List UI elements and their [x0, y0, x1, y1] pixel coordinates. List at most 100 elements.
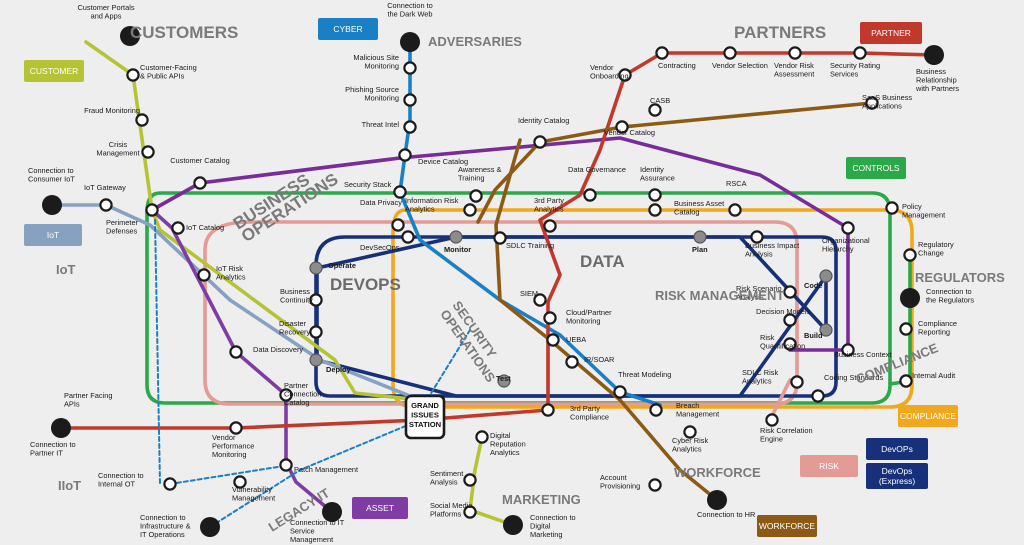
- station-perimeter-defenses-stop[interactable]: [146, 204, 157, 215]
- badge-cyber[interactable]: CYBER: [318, 18, 378, 40]
- hub-label-3: STATION: [409, 420, 441, 429]
- station-third-party-compliance-stop[interactable]: [542, 404, 553, 415]
- station-vendor-risk-stop[interactable]: [789, 47, 800, 58]
- station-threat-modeling-stop[interactable]: [614, 386, 625, 397]
- station-casb-stop[interactable]: [649, 104, 660, 115]
- station-crisis-management-stop[interactable]: [142, 146, 153, 157]
- badge-partner[interactable]: PARTNER: [860, 22, 922, 44]
- station-customer-catalog-stop[interactable]: [194, 177, 205, 188]
- station-connection-regulators-label: Connection tothe Regulators: [926, 287, 974, 305]
- station-deploy-stop[interactable]: [310, 354, 322, 366]
- station-sdlc-training-stop[interactable]: [494, 232, 505, 243]
- badge-workforce[interactable]: WORKFORCE: [757, 515, 817, 537]
- station-internal-audit-stop[interactable]: [900, 375, 911, 386]
- station-business-context-label: Business Context: [834, 350, 892, 359]
- station-customer-facing-apis-stop[interactable]: [127, 69, 138, 80]
- station-security-stack-stop[interactable]: [394, 186, 405, 197]
- station-ir-soar-label: IR/SOAR: [584, 355, 614, 364]
- station-organizational-hierarchy-stop[interactable]: [842, 222, 853, 233]
- station-malicious-site-stop[interactable]: [404, 62, 415, 73]
- station-operate-stop[interactable]: [310, 262, 322, 274]
- station-policy-management-stop[interactable]: [886, 202, 897, 213]
- station-connection-infrastructure-terminal[interactable]: [200, 517, 220, 537]
- station-decision-models-stop[interactable]: [784, 314, 795, 325]
- station-partner-facing-apis-terminal[interactable]: [51, 418, 71, 438]
- svg-text:IoT: IoT: [47, 230, 59, 240]
- badge-compliance[interactable]: COMPLIANCE: [898, 405, 958, 427]
- station-devsecops-stop[interactable]: [402, 231, 413, 242]
- station-rsca-stop[interactable]: [729, 204, 740, 215]
- station-cloud-partner-stop[interactable]: [544, 312, 555, 323]
- station-risk-scenario-stop[interactable]: [784, 286, 795, 297]
- station-digital-reputation-stop[interactable]: [476, 431, 487, 442]
- station-breach-management-stop[interactable]: [650, 404, 661, 415]
- station-third-party-analytics-stop[interactable]: [544, 220, 555, 231]
- station-security-rating-stop[interactable]: [854, 47, 865, 58]
- station-connection-consumer-iot-terminal[interactable]: [42, 195, 62, 215]
- station-regulatory-change-stop[interactable]: [904, 249, 915, 260]
- station-connection-consumer-iot-label: Connection toConsumer IoT: [28, 166, 75, 184]
- station-connection-dark-web-terminal[interactable]: [400, 32, 420, 52]
- station-coding-standards-stop[interactable]: [812, 390, 823, 401]
- station-threat-intel-stop[interactable]: [404, 121, 415, 132]
- badge-customer[interactable]: CUSTOMER: [24, 60, 84, 82]
- station-connection-digital-marketing-terminal[interactable]: [503, 515, 523, 535]
- station-data-discovery-label: Data Discovery: [253, 345, 303, 354]
- station-code-label: Code: [804, 281, 822, 290]
- station-business-asset-catalog-stop[interactable]: [649, 204, 660, 215]
- station-risk-correlation-stop[interactable]: [766, 414, 777, 425]
- station-iot-catalog-stop[interactable]: [172, 222, 183, 233]
- station-vendor-catalog-label: Vendor Catalog: [604, 128, 655, 137]
- zone-title-marketing: MARKETING: [502, 492, 581, 507]
- station-connection-hr-label: Connection to HR: [697, 510, 755, 519]
- station-compliance-reporting-stop[interactable]: [900, 323, 911, 334]
- station-iot-risk-analytics-stop[interactable]: [198, 269, 209, 280]
- station-monitor-stop[interactable]: [450, 231, 462, 243]
- station-vendor-performance-stop[interactable]: [230, 422, 241, 433]
- station-vulnerability-management-label: VulnerabilityManagement: [232, 485, 275, 503]
- station-vendor-selection-label: Vendor Selection: [712, 61, 768, 70]
- station-device-catalog-stop[interactable]: [399, 149, 410, 160]
- station-contracting-stop[interactable]: [656, 47, 667, 58]
- station-iot-gateway-stop[interactable]: [100, 199, 111, 210]
- station-account-provisioning-stop[interactable]: [649, 479, 660, 490]
- station-awareness-training-stop[interactable]: [470, 190, 481, 201]
- station-iot-catalog-label: IoT Catalog: [186, 223, 224, 232]
- station-business-relationship-terminal[interactable]: [924, 45, 944, 65]
- station-fraud-monitoring-stop[interactable]: [136, 114, 147, 125]
- station-plan-stop[interactable]: [694, 231, 706, 243]
- station-connection-infrastructure-label: Connection toInfrastructure &IT Operatio…: [140, 513, 191, 539]
- station-ueba-stop[interactable]: [547, 334, 558, 345]
- station-identity-assurance-stop[interactable]: [649, 189, 660, 200]
- station-ir-soar-stop[interactable]: [566, 356, 577, 367]
- station-sdlc-risk-stop[interactable]: [791, 376, 802, 387]
- station-patch-management-stop[interactable]: [280, 459, 291, 470]
- station-disaster-recovery-stop[interactable]: [310, 326, 321, 337]
- badge-iot[interactable]: IoT: [24, 224, 82, 246]
- station-identity-catalog-stop[interactable]: [534, 136, 545, 147]
- badge-risk[interactable]: RISK: [800, 455, 858, 477]
- station-information-risk-stop[interactable]: [464, 204, 475, 215]
- station-data-discovery-stop[interactable]: [230, 346, 241, 357]
- zone-title-adversaries: ADVERSARIES: [428, 34, 522, 49]
- station-data-governance-stop[interactable]: [584, 189, 595, 200]
- svg-text:RISK: RISK: [819, 461, 839, 471]
- station-vendor-selection-stop[interactable]: [724, 47, 735, 58]
- station-perimeter-defenses-label: PerimeterDefenses: [106, 218, 139, 236]
- badge-devops-express[interactable]: DevOps(Express): [866, 463, 928, 489]
- svg-text:ASSET: ASSET: [366, 503, 394, 513]
- svg-text:WORKFORCE: WORKFORCE: [759, 521, 816, 531]
- station-connection-hr-terminal[interactable]: [707, 490, 727, 510]
- station-data-privacy-stop[interactable]: [392, 219, 403, 230]
- station-phishing-source-stop[interactable]: [404, 94, 415, 105]
- station-rsca-label: RSCA: [726, 179, 747, 188]
- badge-controls[interactable]: CONTROLS: [846, 157, 906, 179]
- station-sentiment-analysis-stop[interactable]: [464, 474, 475, 485]
- station-connection-regulators-terminal[interactable]: [900, 288, 920, 308]
- zone-title-iiot: IIoT: [58, 478, 81, 493]
- station-connection-internal-ot-stop[interactable]: [164, 478, 175, 489]
- badge-devops[interactable]: DevOPs: [866, 438, 928, 460]
- badge-asset[interactable]: ASSET: [352, 497, 408, 519]
